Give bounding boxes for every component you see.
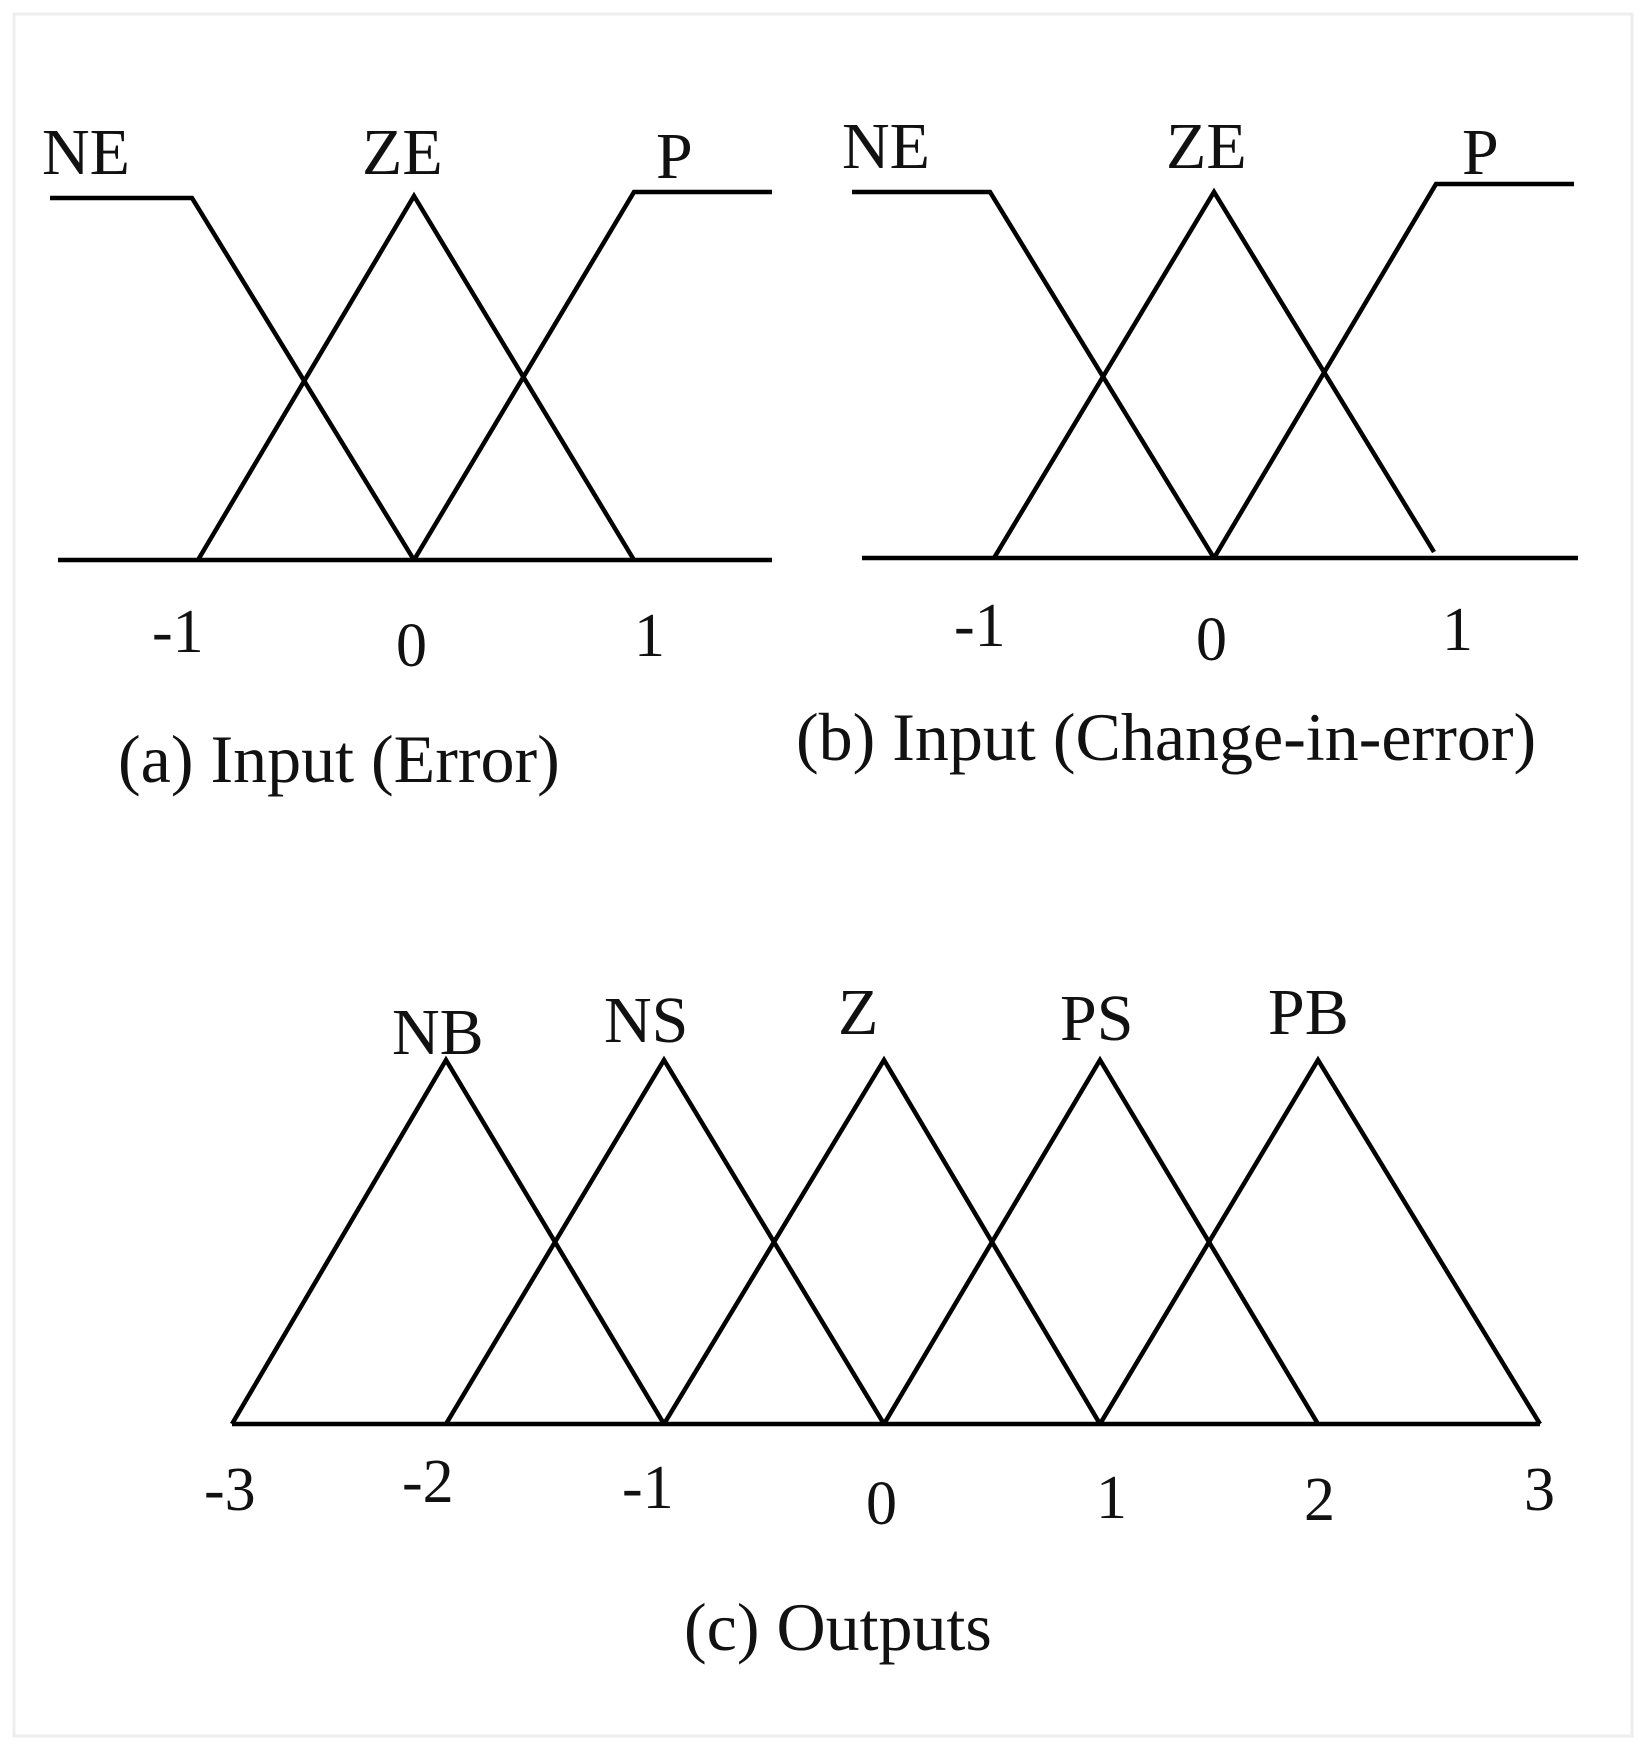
panel-b-input-change-in-error: NE ZE P -1 0 1 (b) Input (Change-in-erro… bbox=[796, 110, 1578, 775]
panel-c-tick-3: 3 bbox=[1524, 1456, 1555, 1524]
panel-c-set-ns-curve bbox=[444, 1055, 886, 1426]
panel-b-set-label-p: P bbox=[1462, 116, 1499, 189]
panel-a-set-label-ze: ZE bbox=[362, 116, 443, 189]
panel-a-tick-0: 0 bbox=[396, 612, 427, 680]
panel-a-caption: (a) Input (Error) bbox=[118, 721, 560, 797]
panel-a-set-p-curve bbox=[412, 189, 772, 562]
panel-c-tick-0: 0 bbox=[866, 1470, 897, 1538]
panel-c-tick-neg2: -2 bbox=[402, 1448, 454, 1516]
panel-c-set-label-z: Z bbox=[838, 976, 878, 1049]
panel-a-input-error: NE ZE P -1 0 1 (a) Input (Error) bbox=[42, 116, 772, 797]
panel-c-tick-2: 2 bbox=[1304, 1466, 1335, 1534]
panel-b-tick-1: 1 bbox=[1442, 596, 1473, 664]
panel-c-caption: (c) Outputs bbox=[684, 1589, 992, 1665]
panel-b-set-ze-curve bbox=[992, 187, 1436, 560]
panel-c-set-label-nb: NB bbox=[392, 996, 484, 1069]
panel-b-set-label-ne: NE bbox=[842, 110, 930, 183]
panel-a-set-ze-curve bbox=[196, 191, 636, 562]
panel-a-set-label-ne: NE bbox=[42, 116, 130, 189]
panel-b-tick-0: 0 bbox=[1196, 606, 1227, 674]
panel-a-set-label-p: P bbox=[656, 120, 693, 193]
panel-c-set-label-ps: PS bbox=[1060, 982, 1133, 1055]
panel-c-set-pb-curve bbox=[1098, 1055, 1542, 1426]
panel-c-set-nb-curve bbox=[230, 1055, 666, 1426]
panel-c-set-ps-curve bbox=[882, 1055, 1320, 1426]
panel-b-set-ne-curve bbox=[852, 189, 1216, 560]
panel-c-outputs: NB NS Z PS PB -3 -2 -1 0 1 2 3 (c) Outpu… bbox=[204, 976, 1555, 1665]
panel-c-set-label-pb: PB bbox=[1268, 976, 1349, 1049]
panel-c-tick-1: 1 bbox=[1096, 1464, 1127, 1532]
panel-b-set-label-ze: ZE bbox=[1166, 110, 1247, 183]
panel-b-tick-neg1: -1 bbox=[954, 592, 1006, 660]
panel-c-tick-neg3: -3 bbox=[204, 1456, 256, 1524]
panel-a-tick-1: 1 bbox=[634, 602, 665, 670]
panel-b-caption: (b) Input (Change-in-error) bbox=[796, 699, 1536, 775]
panel-a-set-ne-curve bbox=[50, 195, 416, 562]
panel-c-set-z-curve bbox=[662, 1055, 1102, 1426]
panel-a-tick-neg1: -1 bbox=[152, 598, 204, 666]
figure-frame bbox=[12, 12, 1634, 1738]
panel-c-tick-neg1: -1 bbox=[622, 1454, 674, 1522]
panel-b-set-p-curve bbox=[1212, 181, 1574, 560]
panel-c-set-label-ns: NS bbox=[604, 984, 688, 1057]
